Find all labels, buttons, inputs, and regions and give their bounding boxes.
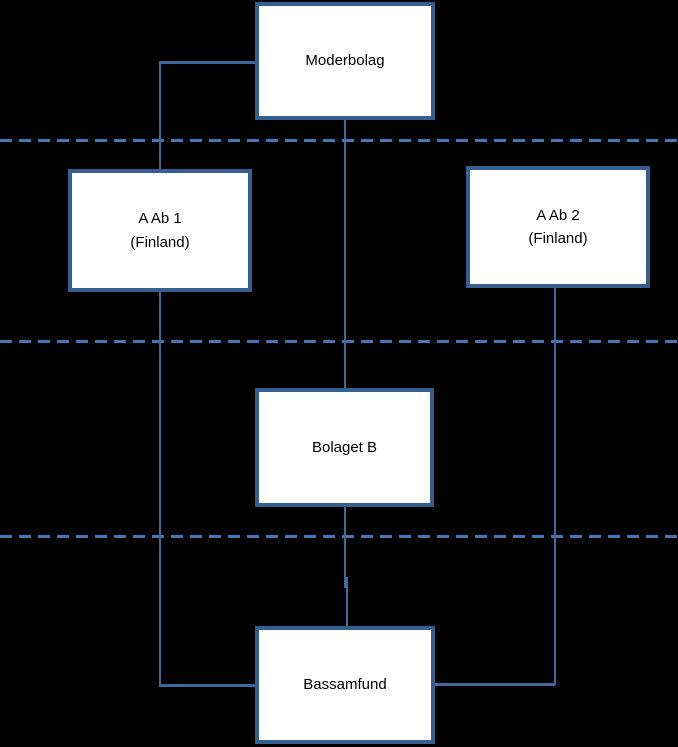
node-a-ab-2-label-line1: A Ab 2 [536,206,580,224]
node-moderbolag-label: Moderbolag [305,52,385,70]
node-bassamfund-label: Bassamfund [303,676,387,694]
connector-aab1-bassamfund-vertical [159,292,161,686]
dashed-boundary-line-3 [0,535,678,538]
node-bolaget-b: Bolaget B [255,388,434,507]
node-a-ab-2: A Ab 2 (Finland) [466,166,650,288]
connector-moderbolag-aab1-vertical [159,61,161,169]
node-a-ab-1: A Ab 1 (Finland) [68,169,252,292]
connector-bolagetb-bassamfund-vertical-lower [345,577,348,626]
node-bolaget-b-label: Bolaget B [311,438,378,456]
connector-aab1-bassamfund-horizontal [159,684,256,687]
connector-aab2-bassamfund-horizontal [434,683,555,686]
connector-aab2-bassamfund-vertical [554,288,556,685]
connector-moderbolag-aab1-horizontal [159,61,256,64]
node-a-ab-1-label-line2: (Finland) [130,233,190,251]
node-a-ab-1-label-line1: A Ab 1 [138,210,182,228]
node-a-ab-2-label-line2: (Finland) [528,230,588,247]
dashed-boundary-line-2 [0,340,678,343]
connector-moderbolag-bolagetb-vertical [344,120,346,388]
dashed-boundary-line-1 [0,139,678,142]
node-bassamfund: Bassamfund [255,626,435,744]
connector-bolagetb-bassamfund-vertical-upper [344,507,346,588]
node-moderbolag: Moderbolag [255,2,435,120]
